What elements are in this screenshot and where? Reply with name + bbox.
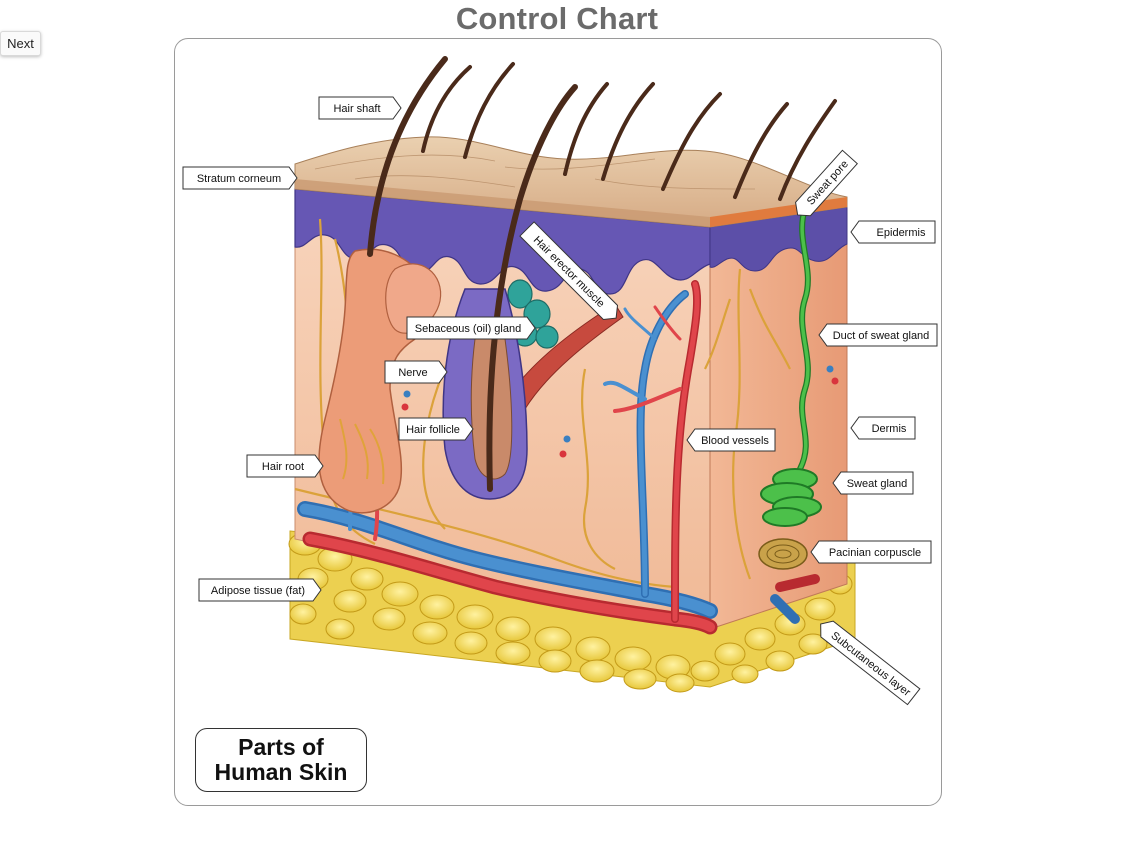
diagram-caption: Parts of Human Skin <box>195 728 367 792</box>
skin-diagram: Hair shaft Stratum corneum Sweat pore Ep… <box>182 56 938 706</box>
svg-text:Pacinian corpuscle: Pacinian corpuscle <box>829 547 921 559</box>
label-hair-follicle: Hair follicle <box>398 417 474 441</box>
svg-text:Adipose tissue (fat): Adipose tissue (fat) <box>211 585 305 597</box>
page-title: Control Chart <box>455 1 659 36</box>
label-dermis: Dermis <box>850 416 916 440</box>
label-epidermis: Epidermis <box>850 220 936 244</box>
svg-text:Duct of sweat gland: Duct of sweat gland <box>833 330 930 342</box>
hair-follicle-left <box>318 248 442 514</box>
svg-text:Hair root: Hair root <box>262 461 304 473</box>
hair-shafts <box>367 56 837 492</box>
svg-text:Blood vessels: Blood vessels <box>701 435 769 447</box>
hair-follicle-right <box>442 288 528 500</box>
svg-text:Stratum corneum: Stratum corneum <box>197 173 281 185</box>
sweat-gland <box>760 206 822 527</box>
label-nerve: Nerve <box>384 360 448 384</box>
label-hair-root: Hair root <box>246 454 324 478</box>
label-subcutaneous-layer: Subcutaneous layer <box>820 620 921 706</box>
caption-line-2: Human Skin <box>214 759 348 785</box>
svg-text:Hair shaft: Hair shaft <box>333 103 380 115</box>
next-button[interactable]: Next <box>0 31 41 56</box>
hair-erector-muscle <box>509 303 624 410</box>
svg-text:Epidermis: Epidermis <box>877 227 926 239</box>
svg-text:Nerve: Nerve <box>398 367 427 379</box>
label-pacinian-corpuscle: Pacinian corpuscle <box>810 540 932 564</box>
chart-card: Hair shaft Stratum corneum Sweat pore Ep… <box>174 38 942 806</box>
label-stratum-corneum: Stratum corneum <box>182 166 298 190</box>
svg-text:Sebaceous (oil) gland: Sebaceous (oil) gland <box>415 323 521 335</box>
pacinian-corpuscle <box>758 538 808 570</box>
label-sebaceous-gland: Sebaceous (oil) gland <box>406 316 536 340</box>
caption-line-1: Parts of <box>238 734 324 760</box>
label-adipose-tissue: Adipose tissue (fat) <box>198 578 322 602</box>
svg-text:Subcutaneous layer: Subcutaneous layer <box>829 630 913 700</box>
svg-text:Dermis: Dermis <box>872 423 907 435</box>
blood-vessels <box>297 280 820 635</box>
svg-text:Hair follicle: Hair follicle <box>406 424 460 436</box>
label-duct-of-sweat-gland: Duct of sweat gland <box>818 323 938 347</box>
svg-text:Sweat gland: Sweat gland <box>847 478 908 490</box>
label-blood-vessels: Blood vessels <box>686 428 776 452</box>
label-sweat-gland: Sweat gland <box>832 471 914 495</box>
label-hair-shaft: Hair shaft <box>318 96 402 120</box>
